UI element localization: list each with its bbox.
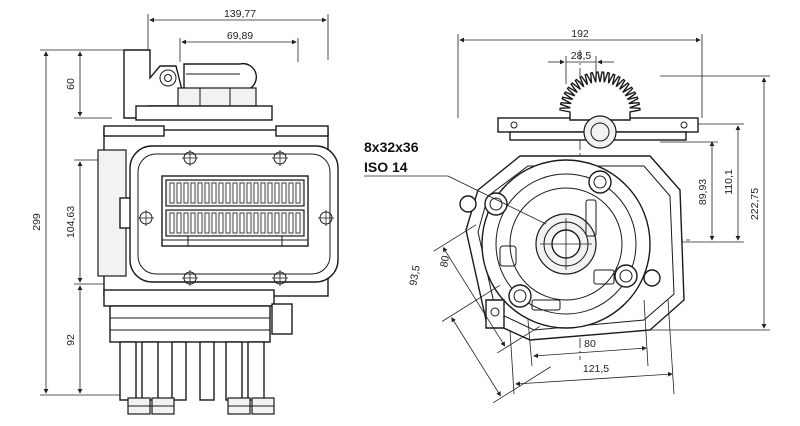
gear-tooth (190, 182, 196, 204)
gear-tooth (176, 182, 182, 204)
gear-tooth (260, 182, 266, 204)
gear-tooth (274, 182, 280, 204)
svg-text:28,5: 28,5 (571, 50, 592, 62)
dim-h3: 222,75 (749, 77, 767, 329)
svg-text:60: 60 (65, 78, 77, 90)
svg-text:192: 192 (571, 28, 589, 40)
dim-top-width-right: 192 (459, 28, 701, 43)
right-view: 192 28,5 222,75 110,1 89,93 (364, 28, 770, 404)
svg-text:93,5: 93,5 (407, 264, 422, 286)
nuts (127, 397, 275, 415)
svg-text:110,1: 110,1 (723, 169, 735, 195)
dim-top-width-left: 139,77 (149, 8, 327, 23)
gear-tooth (260, 212, 266, 234)
gear-tooth (274, 212, 280, 234)
gear-tooth (169, 212, 175, 234)
bottom-housing (103, 289, 293, 343)
flange-bolt (318, 210, 334, 226)
gear-tooth (281, 212, 287, 234)
housing-bolt (588, 170, 612, 194)
spec-callout: 8x32x36 ISO 14 (364, 139, 547, 225)
dim-total-height: 299 (31, 51, 49, 394)
svg-text:92: 92 (65, 334, 77, 346)
svg-text:80: 80 (438, 255, 452, 269)
dim-h2: 110,1 (723, 125, 741, 241)
gear-tooth (253, 212, 259, 234)
gear-tooth (267, 182, 273, 204)
dim-shaft-width: 28,5 (548, 50, 614, 65)
gear-tooth (288, 212, 294, 234)
housing-bolt (614, 264, 638, 288)
svg-text:299: 299 (31, 213, 43, 231)
svg-text:80: 80 (584, 338, 596, 350)
spline-spec: 8x32x36 (364, 139, 419, 155)
gear-tooth (232, 212, 238, 234)
gear-tooth (218, 212, 224, 234)
gear-tooth (225, 212, 231, 234)
dim-bottom-outer: 121,5 (515, 363, 673, 387)
bottom-lug (485, 299, 505, 329)
gear-tooth (295, 212, 301, 234)
gear-tooth (197, 182, 203, 204)
housing-bolt (484, 192, 508, 216)
gear-tooth (267, 212, 273, 234)
svg-text:69,89: 69,89 (227, 30, 253, 42)
gear-tooth (211, 212, 217, 234)
gear-tooth (225, 182, 231, 204)
dim-inner-width-left: 69,89 (181, 30, 297, 45)
svg-text:104,63: 104,63 (65, 206, 77, 238)
gear-tooth (183, 212, 189, 234)
dim-mid-height: 104,63 (65, 161, 83, 283)
gear-tooth (239, 212, 245, 234)
iso-spec: ISO 14 (364, 159, 408, 175)
dim-bottom-offset: 92 (65, 285, 83, 394)
gear-window (161, 175, 309, 247)
gear-tooth (211, 182, 217, 204)
flange-bolt (182, 270, 198, 286)
flange-bolt (182, 150, 198, 166)
gear-tooth (197, 212, 203, 234)
gear-tooth (183, 182, 189, 204)
gear-tooth (204, 212, 210, 234)
dim-top-offset: 60 (65, 51, 83, 117)
dim-h1: 89,93 (697, 141, 715, 241)
gear-tooth (295, 182, 301, 204)
svg-text:121,5: 121,5 (583, 363, 609, 375)
gear-tooth (218, 182, 224, 204)
housing-bolt (508, 284, 532, 308)
gear-tooth (239, 182, 245, 204)
flange-bolt (272, 270, 288, 286)
top-gear (559, 71, 641, 149)
gear-tooth (204, 182, 210, 204)
housing-lug (459, 195, 661, 287)
gear-tooth (246, 212, 252, 234)
svg-text:222,75: 222,75 (749, 188, 761, 220)
gear-tooth (190, 212, 196, 234)
top-bracket (123, 49, 273, 121)
gear-tooth (232, 182, 238, 204)
left-view: 139,77 69,89 299 60 104,63 92 (31, 8, 339, 415)
gear-tooth (176, 212, 182, 234)
svg-text:139,77: 139,77 (224, 8, 256, 20)
svg-text:89,93: 89,93 (697, 179, 709, 205)
gear-tooth (253, 182, 259, 204)
flange-bolt (272, 150, 288, 166)
flange-bolt (138, 210, 154, 226)
gear-tooth (246, 182, 252, 204)
bottom-studs (119, 341, 265, 401)
gear-tooth (288, 182, 294, 204)
dim-bottom-inner: 80 (533, 338, 647, 359)
gear-tooth (281, 182, 287, 204)
gear-tooth (169, 182, 175, 204)
